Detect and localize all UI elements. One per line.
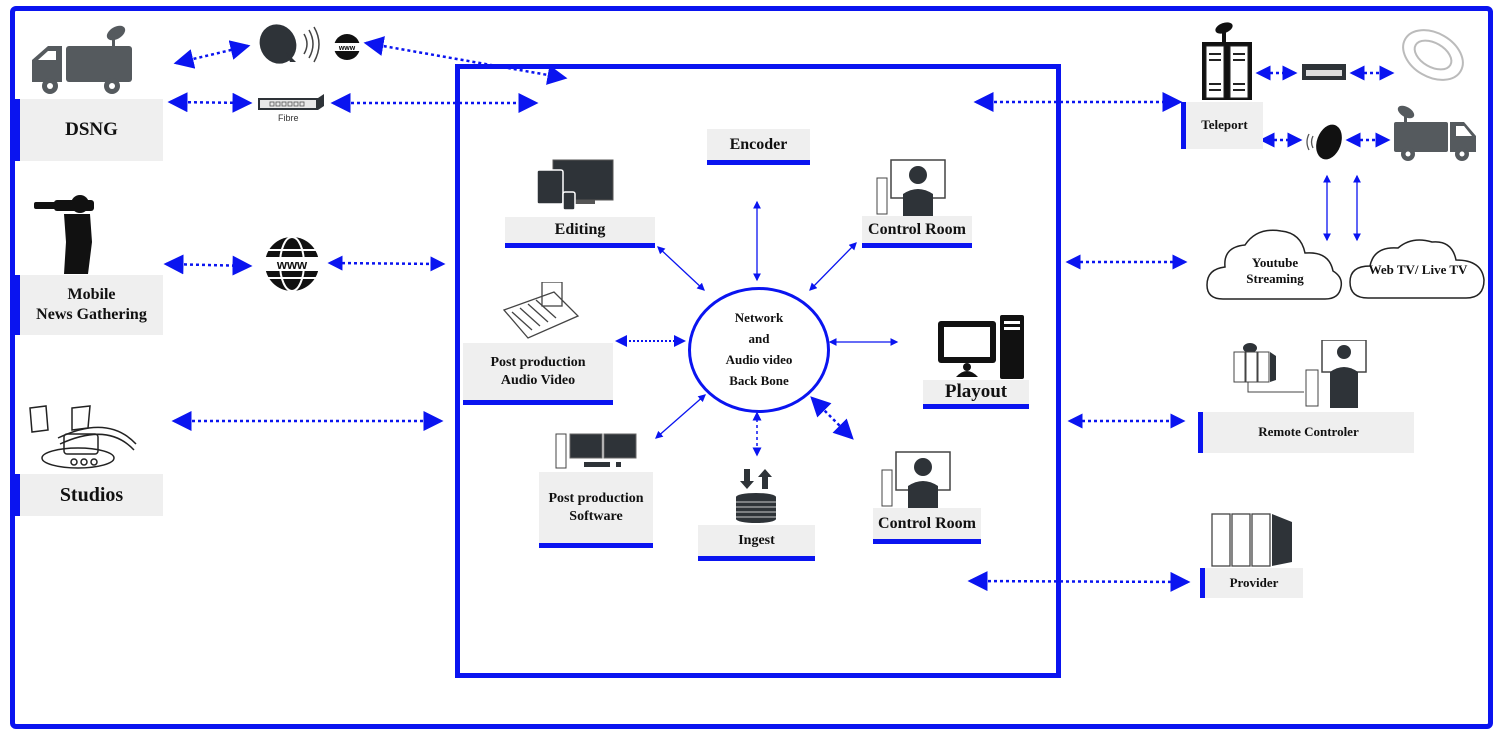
desktop-computer-icon	[938, 315, 1024, 379]
cloud-icon	[1206, 229, 1343, 300]
mng-label: Mobile News Gathering	[15, 275, 163, 335]
disk-stack-icon	[736, 469, 776, 523]
core-text-line1: Network	[734, 310, 784, 326]
network-switch-icon	[1302, 64, 1346, 80]
operator-workstation-icon	[876, 159, 946, 216]
ingest-label: Ingest	[698, 525, 815, 561]
control-room-top-label: Control Room	[862, 216, 972, 248]
server-cluster-icon	[1211, 513, 1292, 567]
satellite-truck-icon	[32, 25, 132, 94]
teleport-label: Teleport	[1181, 102, 1263, 149]
provider-label: Provider	[1200, 568, 1303, 598]
svg-text:www: www	[338, 45, 356, 52]
provider-text: Provider	[1229, 574, 1279, 590]
youtube-text-line2: Streaming	[1246, 271, 1304, 286]
post-sw-text-line1: Post production	[548, 491, 644, 506]
server-rack-antenna-icon	[1202, 22, 1252, 100]
playout-label: Playout	[923, 380, 1029, 409]
core-text-line3: Audio video	[725, 352, 793, 367]
studios-text: Studios	[59, 483, 124, 506]
mixing-console-icon	[502, 282, 580, 339]
cloud-icon	[1349, 239, 1485, 299]
fibre-label: Fibre	[278, 113, 299, 123]
satellite-dish-icon	[1306, 124, 1342, 160]
core-text-line4: Back Bone	[729, 372, 789, 388]
ingest-text: Ingest	[738, 532, 775, 548]
remote-station-icon	[1233, 340, 1367, 408]
post-av-text-line1: Post production	[490, 355, 586, 370]
stadium-icon	[1402, 29, 1464, 81]
dsng-text: DSNG	[65, 119, 118, 141]
control-room-bottom-text: Control Room	[878, 514, 976, 532]
dsng-label: DSNG	[15, 99, 163, 161]
satellite-dish-icon	[259, 24, 320, 64]
cameraman-icon	[34, 195, 94, 274]
facility-boundary	[455, 64, 1061, 678]
operator-workstation-icon	[881, 451, 951, 508]
fibre-switch-icon	[258, 94, 324, 110]
editing-text: Editing	[554, 221, 606, 238]
encoder-text: Encoder	[729, 135, 788, 153]
remote-label: Remote Controler	[1198, 412, 1414, 453]
youtube-text-line1: Youtube	[1251, 254, 1299, 270]
youtube-label: Youtube Streaming	[1225, 250, 1325, 292]
editing-label: Editing	[505, 217, 655, 248]
studios-label: Studios	[15, 474, 163, 516]
network-backbone-hub: Network and Audio video Back Bone	[688, 287, 830, 413]
core-text-line2: and	[748, 331, 770, 347]
control-room-top-text: Control Room	[868, 220, 966, 238]
remote-text: Remote Controler	[1258, 424, 1359, 440]
webtv-text: Web TV/ Live TV	[1368, 261, 1468, 277]
outer-frame	[10, 6, 1493, 729]
mng-text-line1: Mobile	[67, 286, 116, 303]
svg-text:www: www	[276, 257, 308, 272]
playout-text: Playout	[944, 381, 1008, 403]
post-av-label: Post production Audio Video	[463, 343, 613, 405]
www-icon: www	[333, 34, 361, 60]
teleport-text: Teleport	[1201, 117, 1248, 133]
post-av-text-line2: Audio Video	[500, 372, 576, 388]
mng-text-line2: News Gathering	[36, 306, 147, 323]
post-sw-text-line2: Software	[569, 508, 623, 524]
dual-monitor-icon	[555, 433, 637, 469]
encoder-label: Encoder	[707, 129, 810, 165]
devices-icon	[536, 159, 614, 211]
webtv-label: Web TV/ Live TV	[1356, 258, 1480, 282]
studio-icon	[29, 405, 137, 469]
satellite-truck-icon	[1394, 105, 1476, 161]
post-sw-label: Post production Software	[539, 472, 653, 548]
www-globe-icon: www	[262, 236, 322, 292]
control-room-bottom-label: Control Room	[873, 508, 981, 544]
